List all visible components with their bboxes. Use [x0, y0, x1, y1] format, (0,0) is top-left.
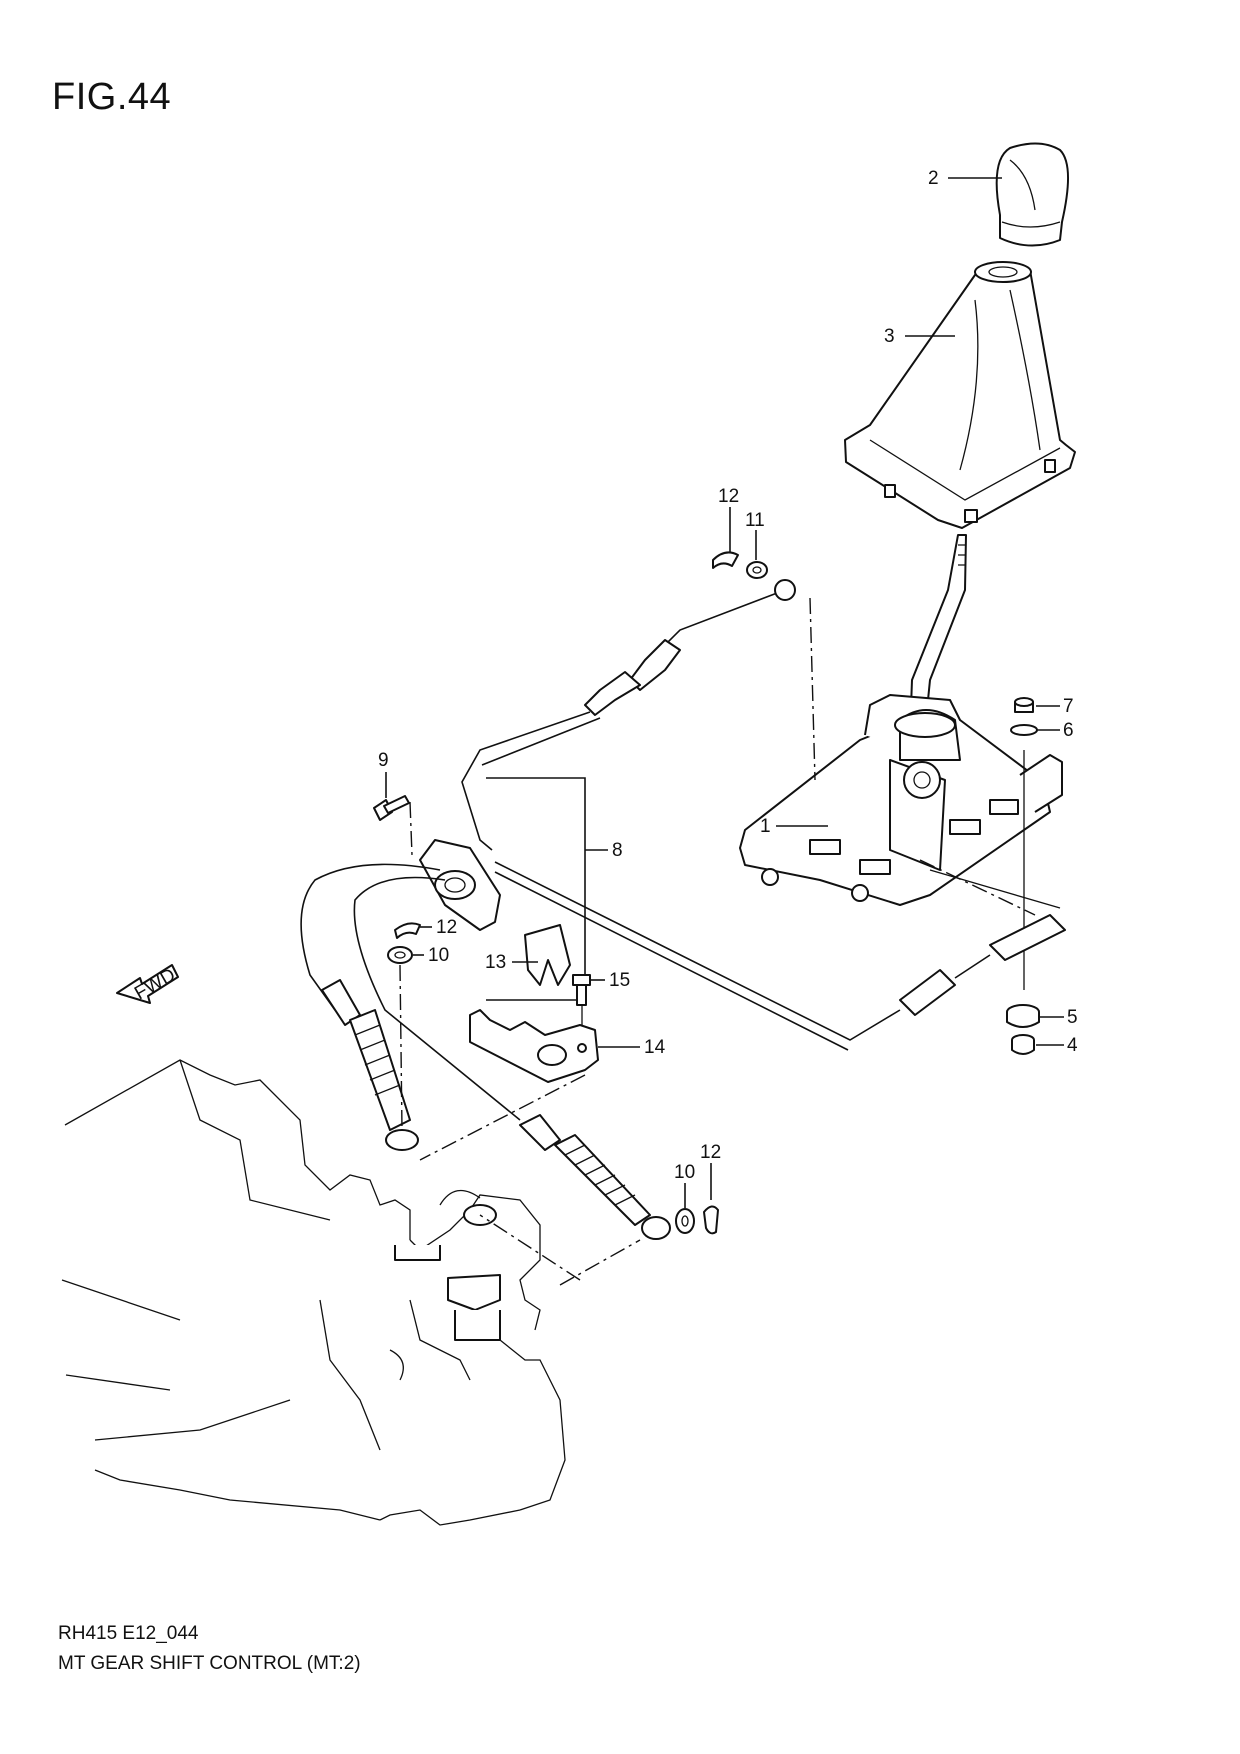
bracket-14: [469, 1009, 599, 1083]
callout-13: 13: [485, 952, 506, 973]
callout-labels: 2 3 12 11 7 6 9 1 8 12 10 13 15 5 4 14 1…: [378, 168, 1078, 1183]
transmission-outline: [61, 1059, 581, 1526]
drawing-code: RH415 E12_044: [58, 1623, 199, 1644]
clip-13: [524, 924, 571, 986]
shift-lever-assembly: [739, 534, 1063, 909]
callout-6: 6: [1063, 720, 1074, 741]
callout-12-middle: 12: [436, 917, 457, 938]
callout-10-middle: 10: [428, 945, 449, 966]
drawing-name: MT GEAR SHIFT CONTROL (MT:2): [58, 1653, 361, 1674]
bushing-4: [1011, 1034, 1035, 1055]
bolt-9: [373, 795, 410, 821]
callout-14: 14: [644, 1037, 666, 1058]
shift-boot: [844, 261, 1076, 529]
washer-11: [746, 561, 768, 579]
callout-10-lower: 10: [674, 1162, 695, 1183]
washer-6: [1010, 724, 1038, 736]
shift-cables: [300, 579, 1066, 1240]
callout-5: 5: [1067, 1007, 1078, 1028]
washer-10-lower: [675, 1208, 695, 1234]
figure-title: FIG.44: [52, 76, 172, 118]
fwd-direction-arrow: [116, 964, 179, 1004]
callout-4: 4: [1067, 1035, 1078, 1056]
callout-12-lower: 12: [700, 1142, 721, 1163]
washer-10-middle: [387, 946, 413, 964]
fwd-label: FWD: [131, 965, 179, 1005]
callout-1: 1: [760, 816, 771, 837]
callout-2: 2: [928, 168, 939, 189]
callout-15: 15: [609, 970, 630, 991]
nut-7: [1014, 697, 1034, 713]
clip-12-middle: [394, 922, 421, 939]
callout-11: 11: [745, 510, 765, 531]
clip-12-upper: [712, 551, 739, 569]
callout-3: 3: [884, 326, 895, 347]
clip-12-lower: [703, 1205, 719, 1235]
callout-12-upper: 12: [718, 486, 739, 507]
collar-5: [1006, 1004, 1040, 1028]
callout-7: 7: [1063, 696, 1074, 717]
callout-8: 8: [612, 840, 623, 861]
bolt-15: [572, 974, 591, 1006]
shift-knob: [995, 142, 1070, 247]
callout-9: 9: [378, 750, 389, 771]
